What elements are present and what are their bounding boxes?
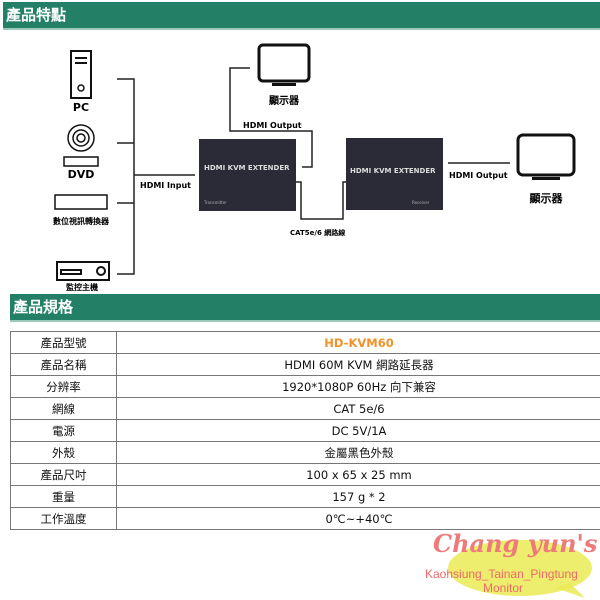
features-header: 產品特點 — [3, 2, 600, 30]
watermark-brand: Chang yun's — [433, 529, 598, 558]
table-cell: CAT 5e/6 — [116, 397, 600, 420]
table-cell: 工作溫度 — [10, 507, 117, 530]
set-top-box-icon — [54, 194, 108, 210]
table-cell: 網線 — [10, 397, 117, 420]
receiver-label: Receiver — [412, 200, 430, 205]
table-cell: 157 g * 2 — [116, 485, 600, 508]
source-dvd: DVD — [68, 168, 95, 181]
connection-lines — [117, 67, 510, 275]
monitor-icon — [257, 43, 311, 86]
dvd-icon — [63, 124, 99, 167]
table-cell: 產品名稱 — [10, 353, 117, 376]
transmitter-device-label: HDMI KVM EXTENDER — [204, 164, 290, 172]
pc-icon — [70, 50, 92, 99]
transmitter-label: Transmitter — [203, 200, 227, 205]
table-cell: 金屬黑色外殼 — [116, 441, 600, 464]
connection-diagram: PC DVD 數位視訊轉換器 監控主機 HDMI Input 顯示器 HDMI … — [53, 43, 576, 292]
transmitter-device: HDMI KVM EXTENDER Transmitter — [199, 139, 296, 211]
source-pc: PC — [73, 101, 89, 114]
table-cell: 100 x 65 x 25 mm — [116, 463, 600, 486]
table-cell: 電源 — [10, 419, 117, 442]
dvr-icon — [56, 261, 110, 281]
source-dvr: 監控主機 — [66, 282, 98, 292]
watermark-line1: Kaohsiung_Tainan_Pingtung — [425, 567, 578, 581]
watermark-line2: Monitor — [483, 581, 523, 595]
table-cell: HDMI 60M KVM 網路延長器 — [116, 353, 600, 376]
table-cell: HD-KVM60 — [116, 331, 600, 354]
monitor-icon — [516, 133, 576, 180]
table-cell: 1920*1080P 60Hz 向下兼容 — [116, 375, 600, 398]
hdmi-output-local-label: HDMI Output — [243, 121, 302, 130]
hdmi-output-remote-label: HDMI Output — [449, 171, 508, 180]
receiver-device-label: HDMI KVM EXTENDER — [350, 167, 436, 175]
receiver-device: HDMI KVM EXTENDER Receiver — [346, 138, 443, 210]
table-cell: 產品型號 — [10, 331, 117, 354]
table-row: 外殼金屬黑色外殼 — [10, 441, 600, 464]
watermark-logo: Chang yun's Kaohsiung_Tainan_Pingtung Mo… — [425, 529, 598, 598]
cable-label: CAT5e/6 網路線 — [290, 228, 345, 237]
table-cell: 分辨率 — [10, 375, 117, 398]
table-cell: 0℃~+40℃ — [116, 507, 600, 530]
table-cell: DC 5V/1A — [116, 419, 600, 442]
monitor-local-label: 顯示器 — [269, 95, 300, 107]
table-cell: 外殼 — [10, 441, 117, 464]
table-cell: 重量 — [10, 485, 117, 508]
source-stb: 數位視訊轉換器 — [53, 216, 110, 226]
hdmi-input-label: HDMI Input — [140, 181, 191, 190]
specs-header: 產品規格 — [10, 294, 600, 322]
table-cell: 產品尺吋 — [10, 463, 117, 486]
monitor-remote-label: 顯示器 — [530, 192, 564, 205]
